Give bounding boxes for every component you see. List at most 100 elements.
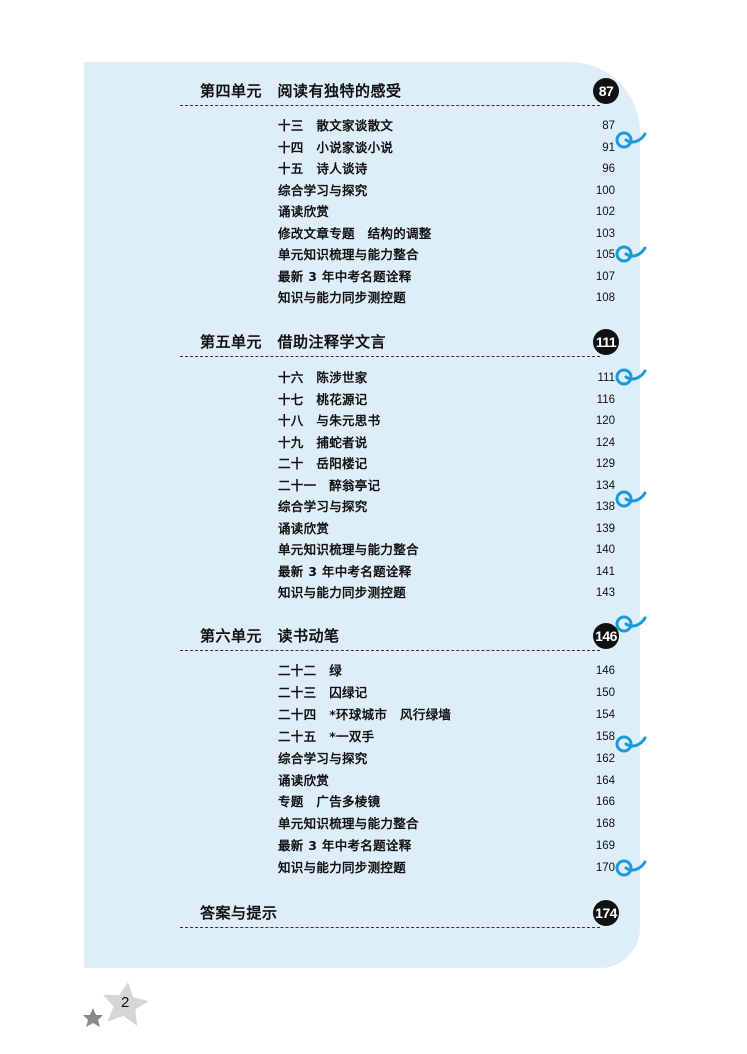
entry-title: 单元知识梳理与能力整合 xyxy=(278,816,419,832)
binder-ring-icon xyxy=(612,240,650,264)
toc-entry[interactable]: 十七 桃花源记 116 xyxy=(278,390,615,410)
binder-ring-icon xyxy=(612,126,650,150)
toc-entry[interactable]: 十九 捕蛇者说 124 xyxy=(278,433,615,453)
toc-entry[interactable]: 二十二 绿 146 xyxy=(278,661,615,681)
unit-page-badge: 87 xyxy=(593,78,619,104)
entry-title: 最新 3 年中考名题诠释 xyxy=(278,268,412,284)
unit-title: 第五单元 借助注释学文言 xyxy=(200,333,387,351)
entry-title: 知识与能力同步测控题 xyxy=(278,290,407,305)
toc-entry[interactable]: 修改文章专题 结构的调整 103 xyxy=(278,224,615,244)
toc-entry[interactable]: 十六 陈涉世家 111 xyxy=(278,368,615,388)
unit-header[interactable]: 答案与提示 174 xyxy=(180,900,620,928)
unit-title: 第六单元 读书动笔 xyxy=(200,627,340,645)
toc-entry[interactable]: 知识与能力同步测控题 170 xyxy=(278,858,615,878)
entry-page: 158 xyxy=(595,730,615,743)
entry-page: 164 xyxy=(595,774,615,787)
unit-page-badge: 111 xyxy=(593,329,619,355)
entry-page: 103 xyxy=(595,227,615,240)
entry-title: 二十三 囚绿记 xyxy=(278,684,368,700)
toc-entry[interactable]: 二十 岳阳楼记 129 xyxy=(278,454,615,474)
entry-title: 二十一 醉翁亭记 xyxy=(278,477,381,493)
toc-entry[interactable]: 知识与能力同步测控题 108 xyxy=(278,288,615,308)
entry-title: 十七 桃花源记 xyxy=(278,391,368,407)
toc-entry[interactable]: 十四 小说家谈小说 91 xyxy=(278,138,615,158)
entry-title: 十四 小说家谈小说 xyxy=(278,139,394,155)
binder-ring-icon xyxy=(612,610,650,634)
toc-entry[interactable]: 单元知识梳理与能力整合 105 xyxy=(278,245,615,265)
unit-page-badge: 146 xyxy=(593,623,619,649)
entry-page: 87 xyxy=(602,120,615,132)
toc-entry[interactable]: 单元知识梳理与能力整合 168 xyxy=(278,814,615,834)
entry-title: 十三 散文家谈散文 xyxy=(278,118,394,133)
toc-entry[interactable]: 诵读欣赏 102 xyxy=(278,202,615,222)
dashed-divider xyxy=(180,356,600,357)
entry-title: 最新 3 年中考名题诠释 xyxy=(278,563,412,579)
entry-page: 162 xyxy=(595,752,615,765)
toc-entry[interactable]: 综合学习与探究 162 xyxy=(278,749,615,769)
entry-page: 168 xyxy=(595,818,615,831)
entry-title: 专题 广告多棱镜 xyxy=(278,794,381,810)
entry-page: 169 xyxy=(595,840,615,853)
entry-page: 134 xyxy=(595,479,615,492)
contents-panel xyxy=(84,62,640,968)
entry-page: 139 xyxy=(595,522,615,535)
toc-entry[interactable]: 综合学习与探究 100 xyxy=(278,181,615,201)
entry-page: 105 xyxy=(595,249,615,261)
entry-title: 二十四 *环球城市 风行绿墙 xyxy=(278,706,452,722)
entry-page: 107 xyxy=(595,270,615,283)
unit-page-badge: 174 xyxy=(593,900,619,926)
entry-title: 二十二 绿 xyxy=(278,663,343,678)
entry-title: 诵读欣赏 xyxy=(278,772,330,788)
entry-page: 108 xyxy=(595,292,615,304)
entry-page: 96 xyxy=(602,163,615,175)
unit-header[interactable]: 第四单元 阅读有独特的感受 87 xyxy=(180,78,620,106)
toc-entry[interactable]: 十三 散文家谈散文 87 xyxy=(278,116,615,136)
dashed-divider xyxy=(180,105,600,106)
entry-page: 154 xyxy=(595,708,615,721)
entry-page: 102 xyxy=(595,206,615,218)
entry-page: 138 xyxy=(595,501,615,513)
entry-page: 141 xyxy=(595,565,615,578)
entry-page: 166 xyxy=(595,796,615,809)
toc-entry[interactable]: 二十四 *环球城市 风行绿墙 154 xyxy=(278,705,615,725)
entry-page: 129 xyxy=(595,458,615,470)
entry-title: 综合学习与探究 xyxy=(278,499,368,514)
entry-title: 最新 3 年中考名题诠释 xyxy=(278,838,412,854)
entry-page: 111 xyxy=(597,372,615,384)
toc-entry[interactable]: 诵读欣赏 164 xyxy=(278,771,615,791)
binder-ring-icon xyxy=(612,363,650,387)
page-number-stars xyxy=(80,980,160,1040)
toc-entry[interactable]: 二十三 囚绿记 150 xyxy=(278,683,615,703)
toc-entry[interactable]: 二十五 *一双手 158 xyxy=(278,727,615,747)
entry-title: 十六 陈涉世家 xyxy=(278,370,368,385)
toc-entry[interactable]: 知识与能力同步测控题 143 xyxy=(278,583,615,603)
toc-entry[interactable]: 单元知识梳理与能力整合 140 xyxy=(278,540,615,560)
binder-ring-icon xyxy=(612,854,650,878)
entry-title: 十八 与朱元思书 xyxy=(278,413,381,428)
entry-title: 二十五 *一双手 xyxy=(278,728,375,744)
entry-page: 146 xyxy=(595,665,615,677)
entry-title: 十九 捕蛇者说 xyxy=(278,434,368,450)
toc-entry[interactable]: 综合学习与探究 138 xyxy=(278,497,615,517)
toc-entry[interactable]: 二十一 醉翁亭记 134 xyxy=(278,476,615,496)
unit-title: 第四单元 阅读有独特的感受 xyxy=(200,82,402,100)
unit-header[interactable]: 第五单元 借助注释学文言 111 xyxy=(180,329,620,357)
entry-page: 100 xyxy=(595,184,615,197)
entry-title: 综合学习与探究 xyxy=(278,182,368,198)
entry-page: 120 xyxy=(595,415,615,427)
entry-title: 诵读欣赏 xyxy=(278,204,330,219)
toc-entry[interactable]: 最新 3 年中考名题诠释 141 xyxy=(278,562,615,582)
entry-page: 124 xyxy=(595,436,615,449)
entry-title: 十五 诗人谈诗 xyxy=(278,161,368,176)
toc-entry[interactable]: 专题 广告多棱镜 166 xyxy=(278,792,615,812)
dashed-divider xyxy=(180,650,600,651)
toc-entry[interactable]: 最新 3 年中考名题诠释 107 xyxy=(278,267,615,287)
toc-entry[interactable]: 十八 与朱元思书 120 xyxy=(278,411,615,431)
entry-title: 综合学习与探究 xyxy=(278,750,368,766)
toc-entry[interactable]: 诵读欣赏 139 xyxy=(278,519,615,539)
entry-title: 知识与能力同步测控题 xyxy=(278,585,407,600)
toc-entry[interactable]: 最新 3 年中考名题诠释 169 xyxy=(278,836,615,856)
entry-title: 知识与能力同步测控题 xyxy=(278,860,407,876)
unit-header[interactable]: 第六单元 读书动笔 146 xyxy=(180,623,620,651)
toc-entry[interactable]: 十五 诗人谈诗 96 xyxy=(278,159,615,179)
